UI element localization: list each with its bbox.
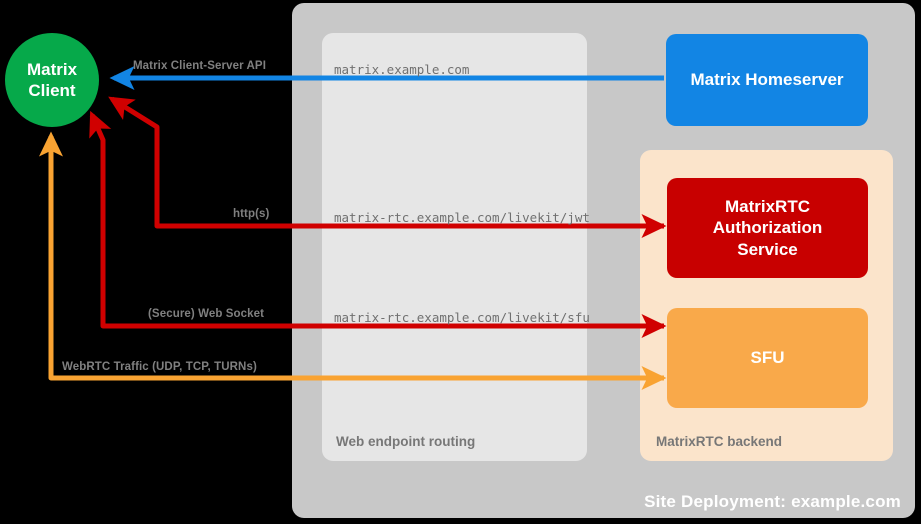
node-matrix-homeserver-label: Matrix Homeserver xyxy=(690,70,844,90)
url-label-livekit-sfu: matrix-rtc.example.com/livekit/sfu xyxy=(334,310,590,325)
node-matrix-client-line2: Client xyxy=(28,81,76,100)
url-label-matrix-example-com: matrix.example.com xyxy=(334,62,470,77)
url-label-livekit-jwt: matrix-rtc.example.com/livekit/jwt xyxy=(334,210,590,225)
node-auth-text: MatrixRTC Authorization Service xyxy=(713,196,823,260)
edge-label-http-jwt: http(s) xyxy=(233,208,270,220)
node-matrix-homeserver[interactable]: Matrix Homeserver xyxy=(666,34,868,126)
node-auth-line3: Service xyxy=(737,239,798,259)
matrixrtc-backend-label: MatrixRTC backend xyxy=(656,434,783,449)
node-sfu[interactable]: SFU xyxy=(667,308,868,408)
edge-label-secure-web-socket: (Secure) Web Socket xyxy=(148,308,265,320)
node-matrix-client[interactable]: Matrix Client xyxy=(5,33,99,127)
node-sfu-label: SFU xyxy=(750,348,785,368)
container-web-endpoint-routing: Web endpoint routing xyxy=(322,33,587,461)
edge-label-webrtc-traffic: WebRTC Traffic (UDP, TCP, TURNs) xyxy=(62,361,257,373)
web-endpoint-routing-label: Web endpoint routing xyxy=(336,434,476,449)
node-matrixrtc-authorization-service[interactable]: MatrixRTC Authorization Service xyxy=(667,178,868,278)
node-auth-line2: Authorization xyxy=(712,218,823,238)
node-matrix-client-line1: Matrix xyxy=(26,59,78,79)
edge-label-matrix-client-server-api: Matrix Client-Server API xyxy=(133,60,266,72)
site-deployment-label: Site Deployment: example.com xyxy=(644,492,901,511)
node-auth-line1: MatrixRTC xyxy=(724,197,810,217)
